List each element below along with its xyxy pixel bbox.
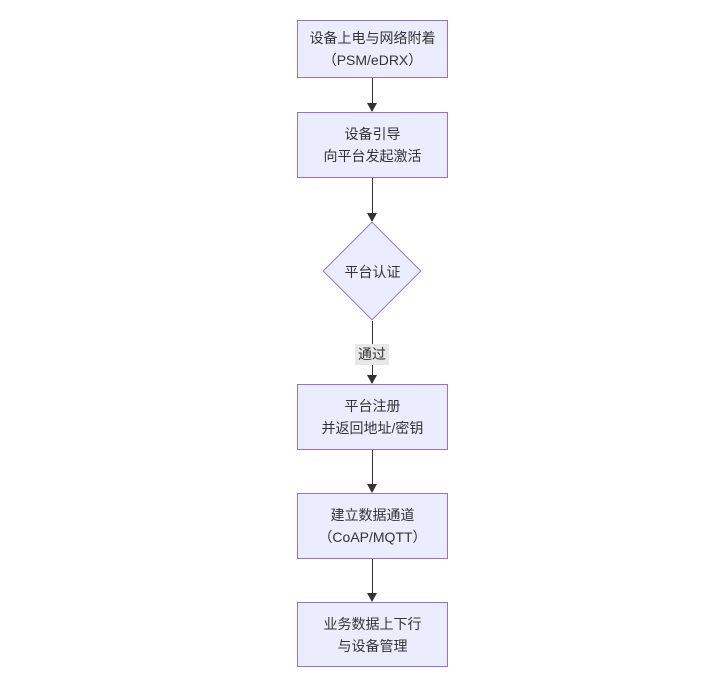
node-register-line2: 并返回地址/密钥 — [321, 420, 424, 436]
node-platform-auth-label: 平台认证 — [344, 263, 401, 280]
edge-line — [371, 450, 373, 485]
arrowhead-icon — [367, 593, 377, 602]
edge-line — [371, 78, 373, 104]
node-bootstrap: 设备引导 向平台发起激活 — [297, 112, 448, 178]
node-business-line1: 业务数据上下行 — [323, 615, 422, 632]
edge-pass-label: 通过 — [355, 344, 389, 365]
node-data-channel-line1: 建立数据通道 — [330, 507, 415, 523]
node-power-attach-line1: 设备上电与网络附着 — [309, 30, 436, 46]
node-business: 业务数据上下行 与设备管理 — [297, 602, 448, 667]
arrowhead-icon — [367, 484, 377, 493]
node-bootstrap-line2: 向平台发起激活 — [323, 148, 422, 164]
edge-line — [371, 178, 373, 214]
node-data-channel-line2: （CoAP/MQTT） — [318, 529, 427, 545]
edge-line — [371, 559, 373, 594]
node-bootstrap-line1: 设备引导 — [344, 126, 401, 142]
node-platform-auth: 平台认证 — [322, 221, 423, 322]
node-register: 平台注册 并返回地址/密钥 — [297, 384, 448, 450]
node-business-line2: 与设备管理 — [337, 637, 408, 654]
arrowhead-icon — [367, 213, 377, 222]
node-power-attach: 设备上电与网络附着 （PSM/eDRX） — [297, 20, 448, 78]
node-register-line1: 平台注册 — [344, 398, 401, 414]
arrowhead-icon — [367, 375, 377, 384]
node-power-attach-line2: （PSM/eDRX） — [322, 52, 423, 68]
arrowhead-icon — [367, 103, 377, 112]
node-data-channel: 建立数据通道 （CoAP/MQTT） — [297, 493, 448, 559]
